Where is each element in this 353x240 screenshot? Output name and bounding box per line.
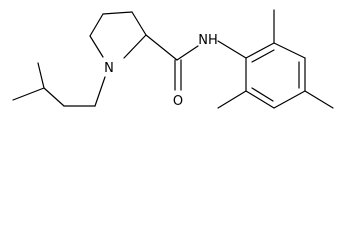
chain-bond-c2-c3	[43, 87, 65, 107]
amide-bond-cco-n	[176, 45, 199, 61]
aryl-bond-c4-c5	[273, 90, 306, 109]
ring-bond-c3-c2	[131, 11, 147, 36]
ring-bond-n-c5	[89, 35, 104, 58]
amide-bond-c2-cco	[145, 34, 178, 61]
ring-bond-c4-c3	[102, 11, 133, 15]
aryl-inner-bond-c	[251, 87, 274, 102]
chain-bond-c3-me2	[12, 87, 45, 101]
ring-bond-c5-c4	[89, 13, 104, 37]
ring-nitrogen-label: N	[104, 61, 114, 76]
ring-bond-c2-n	[123, 34, 147, 59]
molecule-canvas: N NH O	[12, 9, 334, 109]
molecule-structure: N NH O	[12, 9, 334, 109]
aryl-bond-c2-c3	[273, 42, 306, 59]
amide-bond-n-aryl	[217, 40, 247, 59]
chain-bond-n-c1	[94, 76, 106, 107]
aryl-bond-c5-c6	[245, 90, 275, 109]
aryl-methyl-left	[217, 90, 247, 109]
chain-bond-c3-me1	[37, 62, 45, 89]
aryl-methyl-right	[304, 90, 334, 109]
aryl-inner-bond-a	[251, 49, 275, 63]
carbonyl-oxygen-label: O	[173, 94, 183, 109]
aryl-bond-c1-c2	[245, 42, 275, 59]
amide-nh-label: NH	[198, 33, 218, 48]
